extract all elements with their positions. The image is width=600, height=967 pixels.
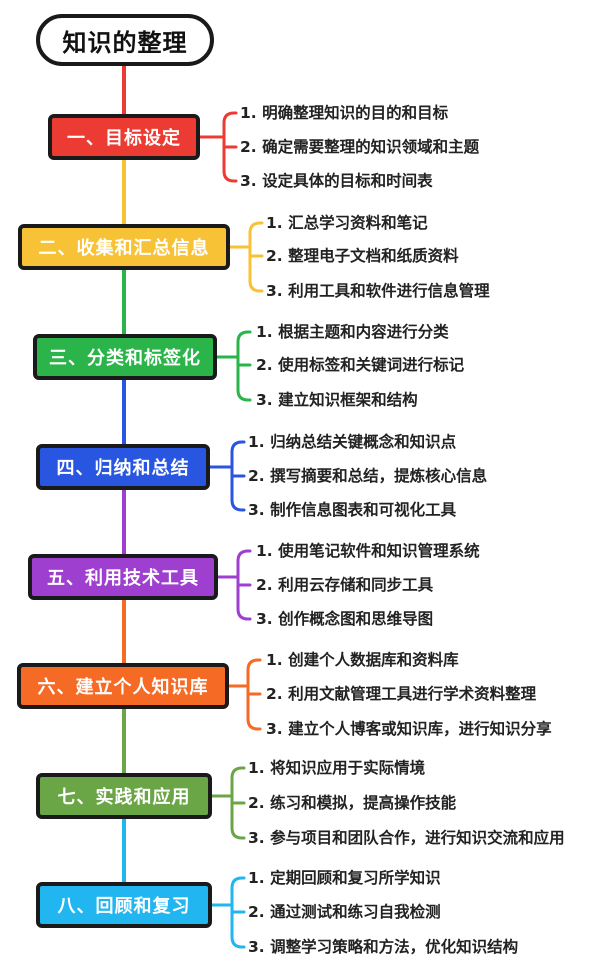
stage-3-item-1: 1. 根据主题和内容进行分类 <box>256 323 449 341</box>
stage-3-item-3: 3. 建立知识框架和结构 <box>256 391 418 409</box>
stage-7-item-1: 1. 将知识应用于实际情境 <box>248 759 426 777</box>
stage-7-item-3: 3. 参与项目和团队合作，进行知识交流和应用 <box>248 829 565 847</box>
stage-6-item-3: 3. 建立个人博客或知识库，进行知识分享 <box>266 720 552 738</box>
stage-4-item-2: 2. 撰写摘要和总结，提炼核心信息 <box>248 467 488 485</box>
stage-3-item-2: 2. 使用标签和关键词进行标记 <box>256 356 465 374</box>
stage-4-item-3: 3. 制作信息图表和可视化工具 <box>248 501 457 519</box>
stage-5-item-3: 3. 创作概念图和思维导图 <box>256 610 434 628</box>
stage-8-item-3: 3. 调整学习策略和方法，优化知识结构 <box>248 938 519 956</box>
stage-6-box: 六、建立个人知识库 <box>17 663 229 709</box>
stage-5-item-2: 2. 利用云存储和同步工具 <box>256 576 434 594</box>
stage-1-item-3: 3. 设定具体的目标和时间表 <box>240 172 433 190</box>
stage-2-item-2: 2. 整理电子文档和纸质资料 <box>266 247 459 265</box>
stage-8-box: 八、回顾和复习 <box>36 882 212 928</box>
stage-8-item-1: 1. 定期回顾和复习所学知识 <box>248 869 441 887</box>
stage-1-item-1: 1. 明确整理知识的目的和目标 <box>240 104 449 122</box>
stage-5-item-1: 1. 使用笔记软件和知识管理系统 <box>256 542 480 560</box>
stage-5-box: 五、利用技术工具 <box>28 554 218 600</box>
stage-1-item-2: 2. 确定需要整理的知识领域和主题 <box>240 138 480 156</box>
stage-7-item-2: 2. 练习和模拟，提高操作技能 <box>248 794 457 812</box>
stage-6-item-2: 2. 利用文献管理工具进行学术资料整理 <box>266 685 537 703</box>
stage-4-item-1: 1. 归纳总结关键概念和知识点 <box>248 433 457 451</box>
root-title: 知识的整理 <box>36 14 214 66</box>
stage-1-box: 一、目标设定 <box>48 114 200 160</box>
stage-4-box: 四、归纳和总结 <box>36 444 210 490</box>
stage-8-item-2: 2. 通过测试和练习自我检测 <box>248 903 441 921</box>
stage-6-item-1: 1. 创建个人数据库和资料库 <box>266 651 459 669</box>
stage-2-item-1: 1. 汇总学习资料和笔记 <box>266 214 428 232</box>
stage-2-box: 二、收集和汇总信息 <box>18 224 230 270</box>
stage-7-box: 七、实践和应用 <box>36 773 212 819</box>
stage-2-item-3: 3. 利用工具和软件进行信息管理 <box>266 282 490 300</box>
stage-3-box: 三、分类和标签化 <box>33 334 217 380</box>
